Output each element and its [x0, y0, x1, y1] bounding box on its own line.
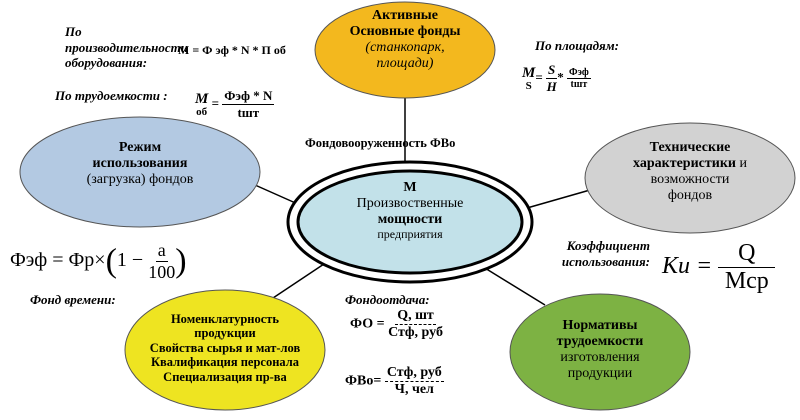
right-node: Технические характеристики и возможности… — [595, 140, 785, 204]
area-num1: S — [546, 62, 558, 79]
labor-label: По трудоемкости : — [55, 88, 168, 103]
area-sub: S — [525, 79, 532, 92]
bl-line4: Квалификация персонала — [150, 355, 300, 370]
fvo-num: Стф, руб — [384, 365, 444, 382]
bottom-right-ellipse — [509, 293, 691, 411]
coef-den: Мср — [724, 268, 769, 294]
labor-num: Фэф * N — [222, 88, 275, 105]
area-num2: Фэф — [567, 67, 591, 79]
productivity-formula: М = Ф эф * N * П об — [178, 43, 286, 57]
time-one: 1 − — [116, 249, 144, 272]
labor-m: М — [195, 90, 209, 107]
bl-line2: продукции — [194, 326, 256, 341]
top-title: Активные — [372, 8, 438, 23]
connector-right — [519, 189, 591, 211]
right-title2: характеристики — [633, 156, 736, 172]
time-num: a — [155, 240, 168, 262]
center-symbol: М — [403, 180, 417, 195]
right-note2: фондов — [667, 188, 713, 204]
top-subtitle: Основные фонды — [349, 24, 461, 40]
br-note: изготовления — [560, 350, 640, 366]
left-ellipse — [19, 116, 261, 228]
top-ellipse — [314, 1, 496, 99]
right-title: Технические — [649, 140, 731, 155]
center-ellipse — [296, 169, 524, 275]
bottom-right-node: Нормативы трудоемкости изготовления прод… — [520, 318, 680, 382]
bottom-left-node: Номенклатурность продукции Свойства сырь… — [130, 312, 320, 384]
left-title: Режим — [118, 140, 162, 155]
area-den2: tшт — [570, 79, 588, 90]
fvo-left: ФВо= — [345, 373, 382, 389]
center-node: М Произвоственные мощности предприятия — [310, 180, 510, 242]
coef-num: Q — [718, 240, 776, 268]
left-title2: использования — [92, 156, 188, 172]
fvo-title: Фондовооруженность ФВо — [305, 136, 456, 150]
connector-bottom-left — [269, 259, 331, 301]
area-den1: H — [546, 79, 557, 94]
time-fund-label: Фонд времени: — [30, 292, 116, 307]
labor-sub: об — [196, 105, 208, 118]
productivity-label: По производительности оборудования: — [65, 24, 189, 71]
fo-left: ФО = — [350, 316, 385, 332]
br-title: Нормативы — [562, 318, 638, 333]
coef-left: Ки = — [662, 253, 713, 280]
bl-line1: Номенклатурность — [170, 312, 280, 326]
bl-line5: Специализация пр-ва — [163, 369, 287, 384]
fvo-den: Ч, чел — [394, 382, 434, 397]
fo-num: Q, шт — [395, 308, 436, 325]
time-left: Фэф = Фр× — [10, 249, 106, 272]
time-den: 100 — [148, 262, 176, 282]
top-note: (станкопарк, — [365, 40, 445, 56]
right-ellipse — [584, 122, 796, 234]
center-title2: мощности — [377, 212, 443, 228]
coef-label: Коэффициент использования: — [561, 238, 650, 269]
top-node: Активные Основные фонды (станкопарк, пло… — [320, 8, 490, 72]
connector-left — [254, 184, 301, 206]
bl-line3: Свойства сырья и мат-лов — [149, 340, 301, 355]
fo-title: Фондоотдача: — [345, 292, 430, 307]
center-title: Произвоственные — [356, 196, 464, 212]
br-title2: трудоемкости — [556, 334, 644, 350]
labor-den: tшт — [237, 105, 260, 120]
left-node: Режим использования (загрузка) фондов — [40, 140, 240, 188]
connector-bottom-right — [479, 264, 546, 306]
area-m: М — [522, 64, 536, 81]
right-and: и — [735, 156, 747, 172]
right-note: возможности — [650, 172, 730, 188]
center-note: предприятия — [377, 227, 443, 242]
left-note: (загрузка) фондов — [86, 172, 194, 188]
fo-den: Стф, руб — [388, 325, 443, 340]
top-note2: площади) — [376, 56, 434, 72]
area-label: По площадям: — [535, 38, 619, 53]
bottom-left-ellipse — [124, 289, 326, 411]
br-note2: продукции — [567, 366, 633, 382]
